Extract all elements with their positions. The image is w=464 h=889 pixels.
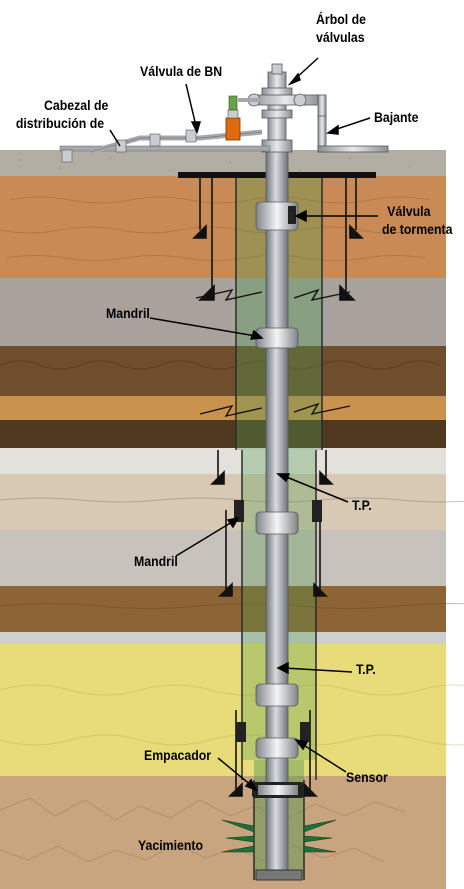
label-sensor: Sensor	[346, 768, 388, 786]
label-yacimiento: Yacimiento	[138, 836, 203, 854]
label-valvula-tormenta: Válvula de tormenta	[382, 202, 453, 238]
label-tp-1: T.P.	[352, 496, 372, 514]
stratum-gravel-grey	[0, 278, 446, 346]
stratum-dark-shale	[0, 346, 446, 396]
stratum-light-grey	[0, 448, 446, 474]
label-cabezal-line2: distribución de	[16, 114, 109, 132]
production-tubing	[266, 140, 288, 880]
well-bottom-plug	[256, 870, 302, 880]
label-valvula-bn: Válvula de BN	[140, 62, 222, 80]
label-bajante: Bajante	[374, 108, 419, 126]
label-tormenta-line1: Válvula	[382, 202, 453, 220]
label-mandril-2: Mandril	[134, 552, 178, 570]
packer	[252, 782, 304, 798]
label-cabezal-distribucion: Cabezal de distribución de	[44, 96, 108, 132]
stratum-thin-grey	[0, 632, 446, 644]
label-arbol-line1: Árbol de	[316, 10, 366, 28]
mandrel-collar-2	[256, 512, 298, 534]
label-tormenta-line2: de tormenta	[382, 220, 453, 238]
sensor-collar	[256, 738, 298, 758]
tp-collar	[256, 684, 298, 706]
stratum-reservoir-rock	[0, 776, 446, 889]
label-mandril-1: Mandril	[106, 304, 150, 322]
stratum-yellow-sand	[0, 644, 446, 776]
label-arbol-line2: válvulas	[316, 28, 366, 46]
stratum-pale-grey	[0, 530, 446, 586]
christmas-tree	[248, 64, 326, 152]
label-tp-2: T.P.	[356, 660, 376, 678]
stratum-sandstone-orange	[0, 176, 446, 278]
label-cabezal-line1: Cabezal de	[44, 96, 108, 114]
label-empacador: Empacador	[144, 746, 211, 764]
label-arbol-de-valvulas: Árbol de válvulas	[316, 10, 366, 46]
stratum-dark-band	[0, 420, 446, 448]
